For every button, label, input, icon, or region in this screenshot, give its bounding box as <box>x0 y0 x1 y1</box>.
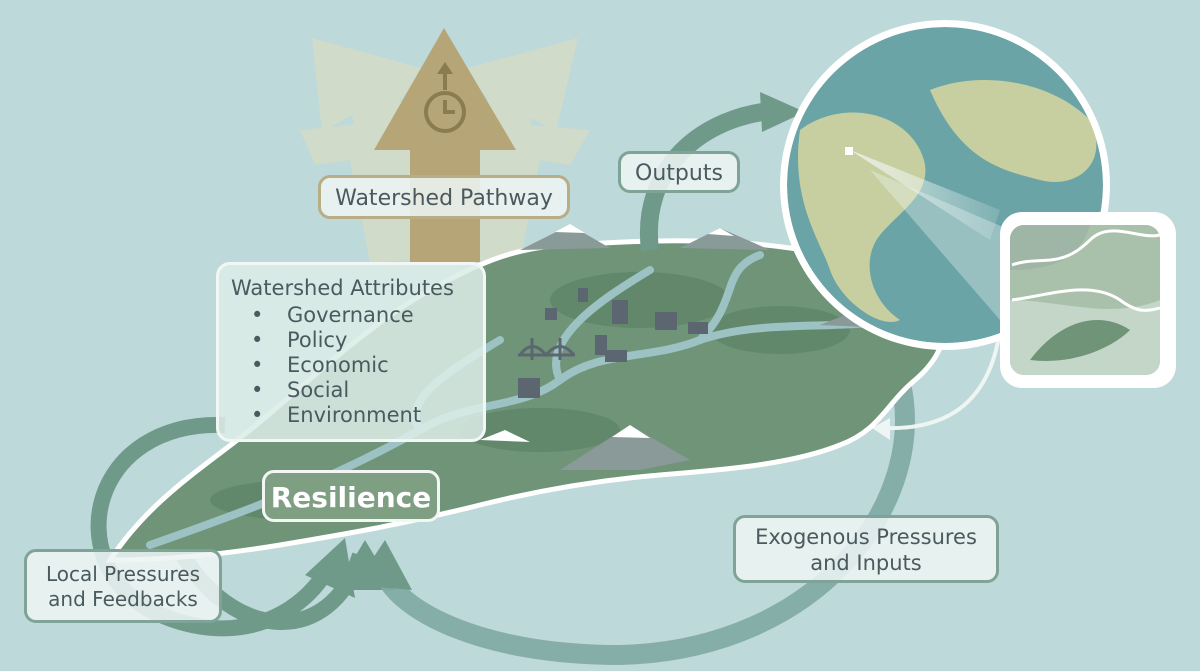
exogenous-line-2: and Inputs <box>810 551 922 576</box>
exogenous-arrow <box>375 377 915 666</box>
outputs-label: Outputs <box>618 151 740 193</box>
attribute-economic: Economic <box>251 353 471 378</box>
inset-map <box>1010 225 1160 375</box>
outputs-arrowhead <box>760 92 805 132</box>
local-pressures-line-2: and Feedbacks <box>48 587 198 611</box>
building-icon <box>518 288 708 398</box>
bridge-icon <box>518 338 576 360</box>
resilience-label: Resilience <box>262 470 440 522</box>
pathway-arrow <box>374 28 516 262</box>
exogenous-arrowhead <box>355 540 412 590</box>
watershed-attributes-box: Watershed Attributes Governance Policy E… <box>216 262 486 442</box>
local-pressures-line-1: Local Pressures <box>45 562 200 586</box>
local-pressures-label: Local Pressures and Feedbacks <box>24 549 222 623</box>
attribute-environment: Environment <box>251 403 471 428</box>
return-arrowhead <box>872 418 890 440</box>
clock-icon <box>424 62 466 133</box>
watershed-pathway-label: Watershed Pathway <box>318 175 570 219</box>
exogenous-return-arrow <box>884 329 1002 431</box>
attribute-social: Social <box>251 378 471 403</box>
exogenous-line-1: Exogenous Pressures <box>755 525 977 549</box>
attribute-policy: Policy <box>251 328 471 353</box>
attribute-governance: Governance <box>251 303 471 328</box>
zoom-beam <box>870 170 1010 320</box>
attributes-list: Governance Policy Economic Social Enviro… <box>231 303 471 428</box>
exogenous-pressures-label: Exogenous Pressures and Inputs <box>733 515 999 583</box>
attributes-title: Watershed Attributes <box>231 276 454 300</box>
